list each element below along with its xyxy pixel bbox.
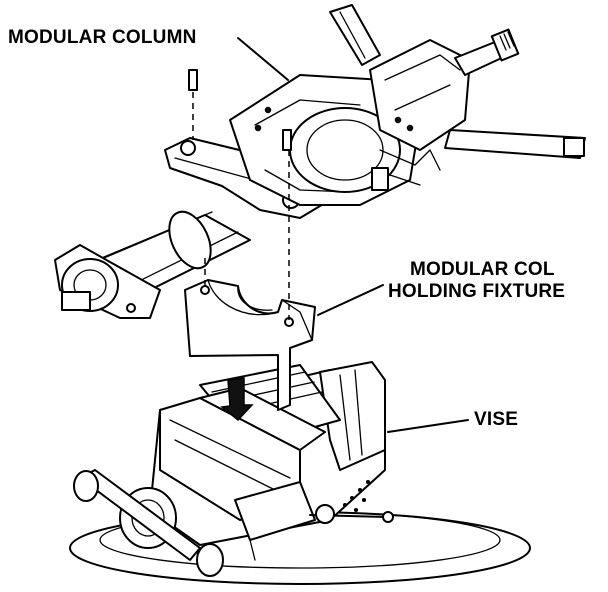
leader-modular-column (237, 37, 289, 81)
bracket-hole-left (180, 140, 196, 156)
vise-rear-jaw (319, 361, 386, 471)
fixture-bolt-hole-left (200, 285, 210, 295)
fixture-plate (184, 279, 316, 411)
leader-lines (237, 37, 469, 433)
column-collar (168, 210, 212, 270)
tilt-lever (329, 4, 381, 66)
column-shaft-spline (490, 28, 520, 62)
leader-vise (387, 419, 469, 433)
label-vise: VISE (474, 409, 519, 430)
mounting-bolt-right (282, 129, 292, 151)
vise (69, 361, 531, 585)
label-modular-column: MODULAR COLUMN (8, 27, 197, 48)
holding-fixture (184, 279, 316, 411)
column-lock-housing (369, 39, 471, 151)
mounting-bolt-left (188, 69, 198, 91)
vise-anvil (234, 481, 316, 541)
multifunction-lever (444, 129, 586, 159)
label-holding-fixture-line2: HOLDING FIXTURE (388, 281, 566, 302)
vise-handle-knob-top (73, 470, 99, 502)
steering-column (54, 4, 586, 319)
label-holding-fixture-line1: MODULAR COL (410, 259, 555, 280)
vise-handle-knob-bottom (196, 543, 224, 577)
multifunction-lever-tip (563, 137, 585, 157)
column-lower-shaft (61, 291, 91, 311)
leader-holding-fixture (317, 284, 384, 316)
clamp-arrow-icon (220, 377, 254, 422)
label-holding-fixture: MODULAR COL HOLDING FIXTURE (388, 259, 565, 303)
alignment-lines (192, 92, 290, 320)
